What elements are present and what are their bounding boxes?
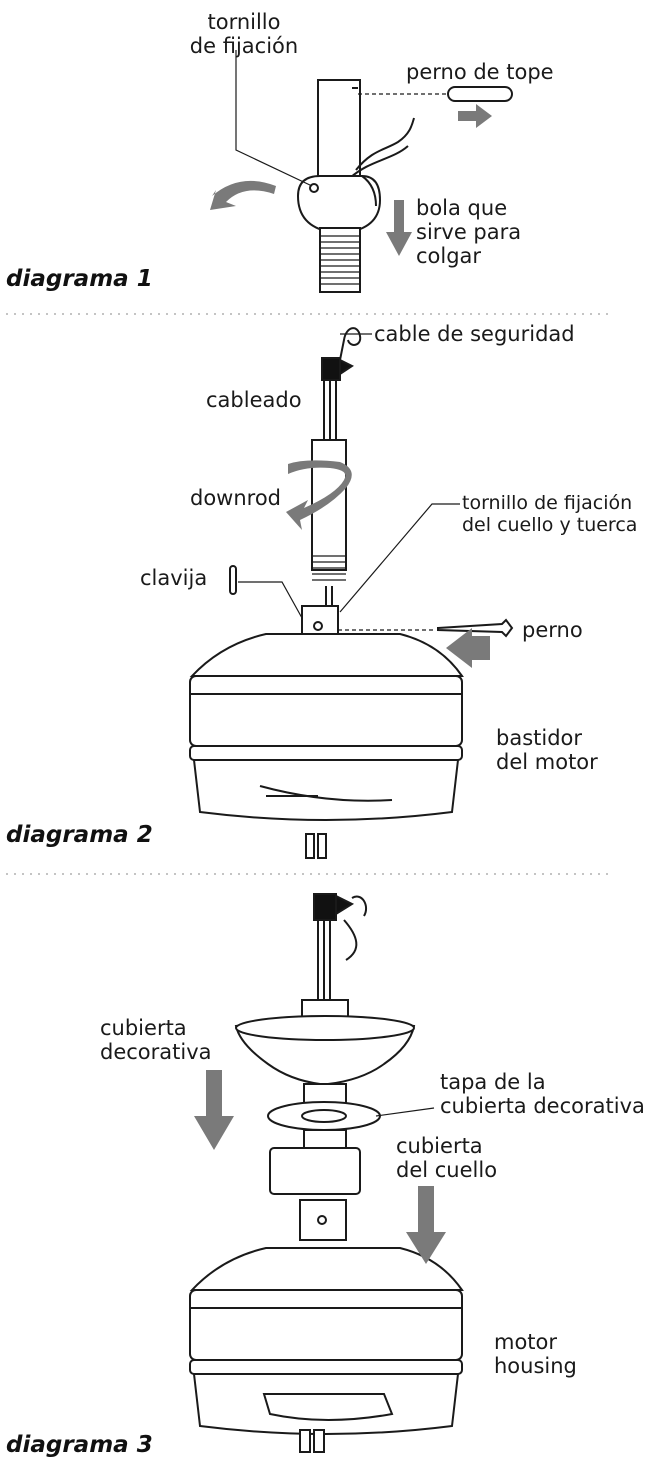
label-clip-pin: clavija (140, 566, 208, 590)
bolt (437, 618, 514, 638)
motor-dome (189, 633, 464, 677)
label-collar-screw-nut: tornillo de fijación del cuello y tuerca (462, 492, 638, 536)
arrow-left-icon (446, 628, 490, 668)
diagram1-drawing (235, 50, 513, 293)
label-safety-cable: cable de seguridad (374, 322, 575, 346)
label-wiring: cableado (206, 388, 302, 412)
arrow-down-icon (406, 1186, 446, 1264)
label-motor-housing-en: motor housing (494, 1330, 577, 1378)
downrod-top (317, 79, 361, 193)
wire (355, 117, 415, 171)
caption-diagram-2: diagrama 2 (6, 822, 153, 848)
label-hanger-ball: bola que sirve para colgar (416, 196, 522, 268)
arrow-down-icon (386, 200, 412, 256)
clip-pin (229, 565, 237, 595)
arrow-down-icon (194, 1070, 234, 1150)
label-bolt: perno (522, 618, 583, 642)
label-collar-cover: cubierta del cuello (396, 1134, 498, 1182)
label-canopy-cover: tapa de la cubierta decorativa (440, 1070, 645, 1118)
hanger-ball (296, 175, 382, 233)
motor-dome (189, 1247, 464, 1291)
label-downrod: downrod (190, 486, 282, 510)
motor-body (189, 1289, 463, 1361)
stop-pin (447, 86, 513, 102)
arrow-right-icon (458, 104, 492, 128)
motor-bracket (192, 759, 460, 821)
motor-bracket (192, 1373, 460, 1435)
label-set-screw: tornillo de fijación (189, 10, 299, 58)
label-stop-pin: perno de tope (406, 60, 554, 84)
label-motor-housing: bastidor del motor (496, 726, 598, 774)
caption-diagram-3: diagrama 3 (6, 1432, 153, 1458)
rotate-arrow-icon (286, 460, 352, 530)
collar-cover (269, 1147, 361, 1195)
diagram2-drawing (189, 327, 514, 859)
caption-diagram-1: diagrama 1 (6, 266, 153, 292)
cable-tag (313, 893, 337, 921)
label-canopy: cubierta decorativa (100, 1016, 212, 1064)
curved-arrow-icon (210, 180, 276, 210)
motor-body (189, 675, 463, 747)
cable-tag (321, 357, 341, 381)
diagram3-drawing (189, 893, 464, 1453)
